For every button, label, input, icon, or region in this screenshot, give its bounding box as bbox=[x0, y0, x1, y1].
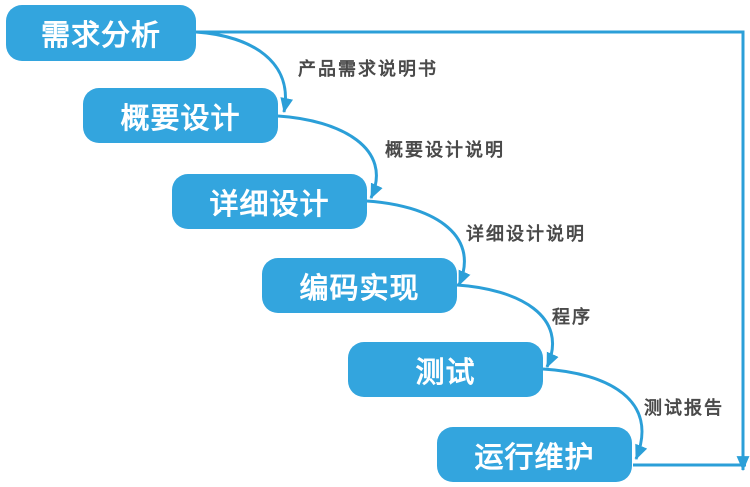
stage-label: 需求分析 bbox=[40, 20, 161, 52]
stage-box-testing: 测试 bbox=[348, 342, 543, 397]
stage-box-coding: 编码实现 bbox=[262, 258, 457, 313]
stage-label: 测试 bbox=[415, 356, 476, 389]
arrow-outline-design-to-detailed-design bbox=[277, 114, 383, 199]
stage-label: 概要设计 bbox=[120, 102, 241, 135]
feedback-line bbox=[196, 30, 750, 472]
stage-box-operation-maintenance: 运行维护 bbox=[437, 427, 632, 482]
arrow-coding-to-testing bbox=[456, 283, 559, 368]
deliverable-label-product-requirements-spec: 产品需求说明书 bbox=[298, 59, 438, 79]
stage-box-requirements-analysis: 需求分析 bbox=[6, 5, 196, 61]
arrow-detailed-design-to-coding bbox=[366, 199, 471, 286]
arrow-requirements-to-outline-design bbox=[195, 30, 294, 114]
stage-label: 运行维护 bbox=[474, 441, 595, 474]
deliverable-label-program: 程序 bbox=[552, 307, 592, 327]
deliverable-label-outline-design-spec: 概要设计说明 bbox=[385, 140, 505, 160]
stage-label: 编码实现 bbox=[299, 272, 420, 305]
deliverable-label-test-report: 测试报告 bbox=[644, 398, 724, 418]
deliverable-label-detailed-design-spec: 详细设计说明 bbox=[466, 224, 586, 244]
arrow-testing-to-maintenance bbox=[542, 367, 648, 460]
stage-label: 详细设计 bbox=[209, 188, 330, 221]
stage-box-outline-design: 概要设计 bbox=[83, 88, 278, 143]
stage-box-detailed-design: 详细设计 bbox=[172, 174, 367, 229]
